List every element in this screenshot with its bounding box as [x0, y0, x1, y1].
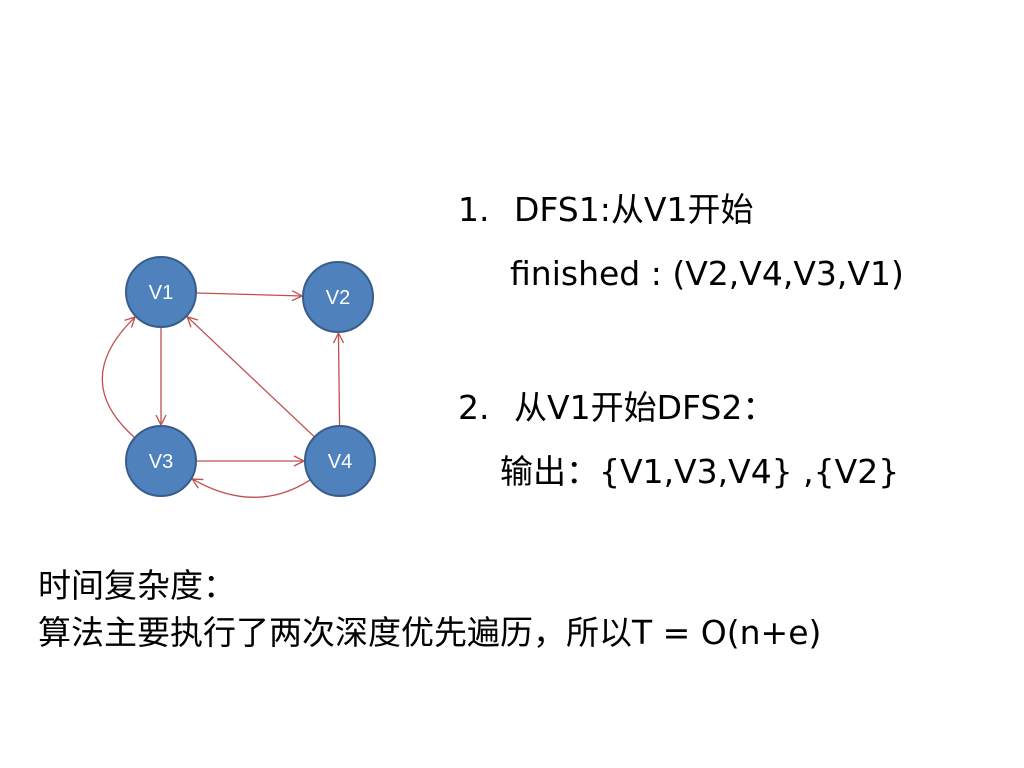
node-label: V4 — [328, 451, 352, 473]
node-circle — [302, 261, 374, 333]
node-v4: V4 — [304, 425, 376, 497]
node-label: V1 — [149, 282, 173, 304]
step-1-title-line: 1. DFS1:从V1开始 — [458, 190, 753, 230]
step-2-title: 从V1开始DFS2： — [514, 388, 776, 427]
node-circle — [125, 256, 197, 328]
step-2-number: 2. — [458, 388, 490, 427]
node-circle — [125, 425, 197, 497]
edge-v4-to-v1 — [187, 317, 315, 437]
node-v1: V1 — [125, 256, 197, 328]
edge-v3-to-v1 — [101, 317, 135, 438]
edge-v4-to-v3 — [192, 479, 310, 498]
step-1-detail: finished : (V2,V4,V3,V1) — [510, 254, 904, 293]
node-label: V3 — [149, 451, 173, 473]
node-v3: V3 — [125, 425, 197, 497]
complexity-line: 算法主要执行了两次深度优先遍历，所以T = O(n+e) — [38, 613, 821, 653]
complexity-text: 算法主要执行了两次深度优先遍历，所以 — [38, 613, 632, 652]
step-1-number: 1. — [458, 190, 490, 229]
complexity-formula: T = O(n+e) — [632, 613, 822, 652]
node-v2: V2 — [302, 261, 374, 333]
edge-v4-to-v2 — [338, 333, 339, 426]
step-1-title: DFS1:从V1开始 — [514, 190, 754, 229]
node-label: V2 — [326, 287, 350, 309]
node-circle — [304, 425, 376, 497]
complexity-heading: 时间复杂度： — [38, 566, 236, 605]
step-2-title-line: 2. 从V1开始DFS2： — [458, 388, 775, 428]
edges-layer — [101, 293, 339, 498]
edge-v1-to-v2 — [196, 293, 302, 296]
step-2-detail: 输出：{V1,V3,V4} ,{V2} — [500, 452, 900, 491]
